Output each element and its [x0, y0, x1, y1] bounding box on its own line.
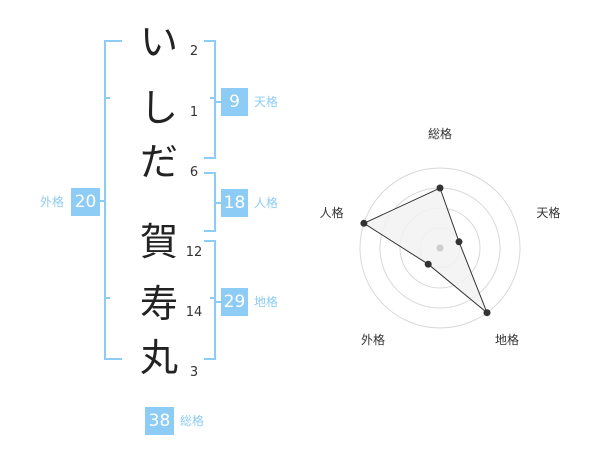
jinkaku-connector — [216, 202, 222, 204]
chikaku-label: 地格 — [254, 295, 279, 309]
jinkaku-badge: 18 — [221, 189, 248, 217]
soukaku-badge: 38 — [145, 407, 174, 435]
name-char-4: 賀 — [139, 220, 178, 264]
radar-axis-label-4: 外格 — [361, 332, 385, 347]
chikaku-bracket-tick — [210, 297, 216, 299]
name-char-6: 丸 — [139, 336, 178, 380]
radar-point-3 — [483, 309, 491, 317]
radar-axis-label-3: 地格 — [495, 332, 519, 347]
tenkaku-connector — [216, 101, 222, 103]
name-char-1: い — [139, 20, 178, 64]
radar-axis-label-5: 人格 — [320, 205, 344, 220]
stroke-count-3: 6 — [189, 165, 199, 180]
gaikaku-connector — [96, 200, 104, 202]
radar-ring-4 — [359, 167, 521, 329]
jinkaku-bracket — [204, 172, 216, 232]
chikaku-bracket — [204, 240, 216, 360]
gaikaku-bracket — [104, 40, 122, 360]
tenkaku-bracket — [204, 40, 216, 159]
stroke-count-6: 3 — [189, 365, 199, 380]
jinkaku-label: 人格 — [254, 196, 279, 210]
tenkaku-label: 天格 — [254, 95, 279, 109]
tenkaku-bracket-tick — [210, 97, 216, 99]
radar-axis-label-1: 総格 — [428, 126, 452, 141]
radar-center-dot — [436, 244, 444, 252]
gaikaku-badge: 20 — [71, 188, 100, 216]
radar-point-5 — [360, 219, 368, 227]
stroke-count-1: 2 — [189, 44, 199, 59]
radar-data-polygon — [362, 187, 488, 314]
stroke-count-5: 14 — [185, 305, 203, 320]
radar-point-1 — [436, 184, 444, 192]
soukaku-label: 総格 — [180, 414, 205, 428]
radar-axis-label-2: 天格 — [536, 205, 560, 220]
tenkaku-badge: 9 — [221, 88, 248, 116]
chikaku-badge: 29 — [221, 288, 248, 316]
stroke-count-2: 1 — [189, 105, 199, 120]
radar-point-4 — [424, 260, 432, 268]
gaikaku-bracket-tick-2 — [104, 297, 110, 299]
gaikaku-bracket-tick-1 — [104, 97, 110, 99]
name-char-2: し — [139, 86, 178, 130]
chikaku-connector — [216, 301, 222, 303]
stroke-count-4: 12 — [185, 245, 203, 260]
name-char-3: だ — [139, 140, 178, 184]
gaikaku-label: 外格 — [40, 195, 65, 209]
radar-point-2 — [455, 238, 463, 246]
name-char-5: 寿 — [139, 282, 178, 326]
